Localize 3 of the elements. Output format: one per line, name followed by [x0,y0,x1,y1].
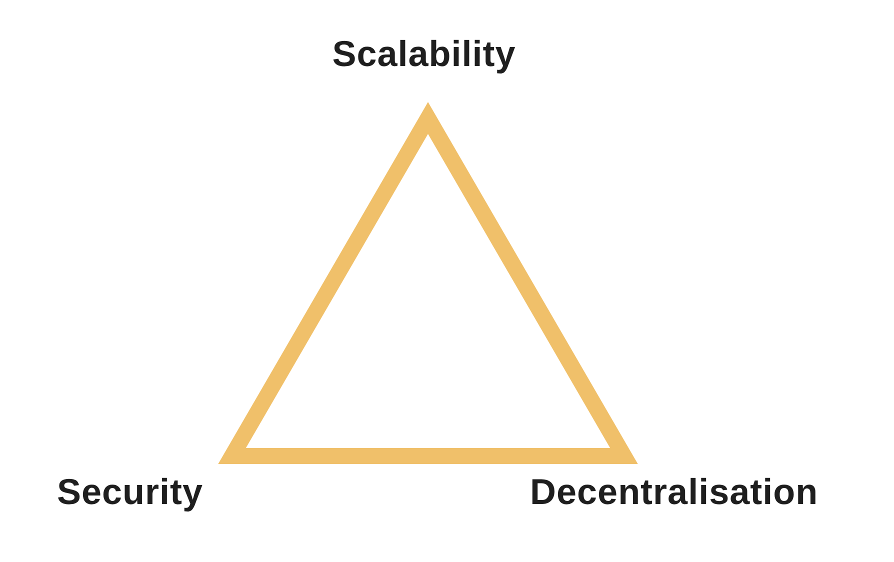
vertex-label: Decentralisation [530,474,818,510]
vertex-label: Scalability [332,36,516,72]
vertex-label: Security [57,474,204,510]
